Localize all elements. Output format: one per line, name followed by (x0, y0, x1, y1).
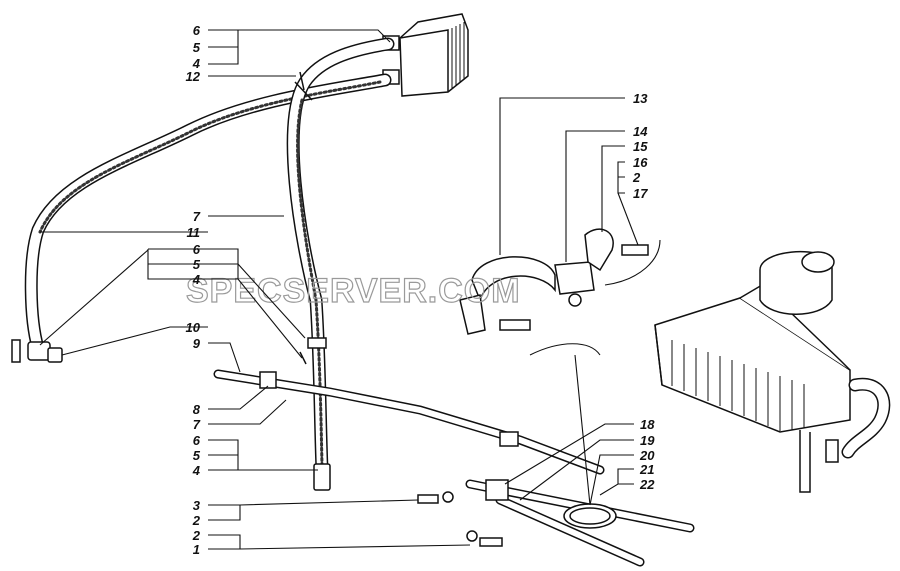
callout-labels: 6 5 4 12 7 11 6 5 4 10 9 8 7 6 5 4 3 2 2… (186, 23, 656, 557)
clamp-20 (563, 503, 617, 529)
callout-20: 20 (639, 448, 655, 463)
hose-clamp-12 (294, 71, 313, 101)
callout-21: 21 (639, 462, 654, 477)
callout-9: 9 (193, 336, 201, 351)
callout-22: 22 (639, 477, 655, 492)
callout-17: 17 (633, 186, 648, 201)
callout-6c: 6 (193, 433, 201, 448)
callout-18: 18 (640, 417, 655, 432)
callout-6b: 6 (193, 242, 201, 257)
callout-8: 8 (193, 402, 201, 417)
bolt-1 (466, 530, 503, 547)
watermark-text: SPECSERVER.COM (186, 272, 521, 310)
callout-16: 16 (633, 155, 648, 170)
callout-4c: 4 (192, 463, 201, 478)
bottom-fitting (313, 463, 331, 491)
callout-1: 1 (193, 542, 200, 557)
callout-6a: 6 (193, 23, 201, 38)
bracket-13 (459, 228, 661, 356)
fitting-10 (11, 339, 63, 363)
callout-5a: 5 (193, 40, 201, 55)
callout-13: 13 (633, 91, 648, 106)
bolt-3 (417, 491, 454, 504)
callout-4a: 4 (192, 56, 201, 71)
callout-12: 12 (186, 69, 201, 84)
callout-14: 14 (633, 124, 648, 139)
leader-lines (39, 29, 639, 550)
callout-2c: 2 (632, 170, 641, 185)
pipe-8-9 (213, 369, 605, 475)
clip-hose-7-middle (299, 337, 327, 365)
callout-15: 15 (633, 139, 648, 154)
callout-2b: 2 (192, 528, 201, 543)
callout-3: 3 (193, 498, 201, 513)
hose-7 (286, 37, 395, 477)
callout-5b: 5 (193, 257, 201, 272)
heater-unit-right (654, 251, 891, 493)
callout-2a: 2 (192, 513, 201, 528)
callout-10: 10 (186, 320, 201, 335)
heater-core-top (382, 13, 469, 97)
callout-4b: 4 (192, 272, 201, 287)
callout-11: 11 (187, 225, 201, 240)
callout-7b: 7 (193, 417, 201, 432)
callout-5c: 5 (193, 448, 201, 463)
callout-7a: 7 (193, 209, 201, 224)
callout-19: 19 (640, 433, 655, 448)
